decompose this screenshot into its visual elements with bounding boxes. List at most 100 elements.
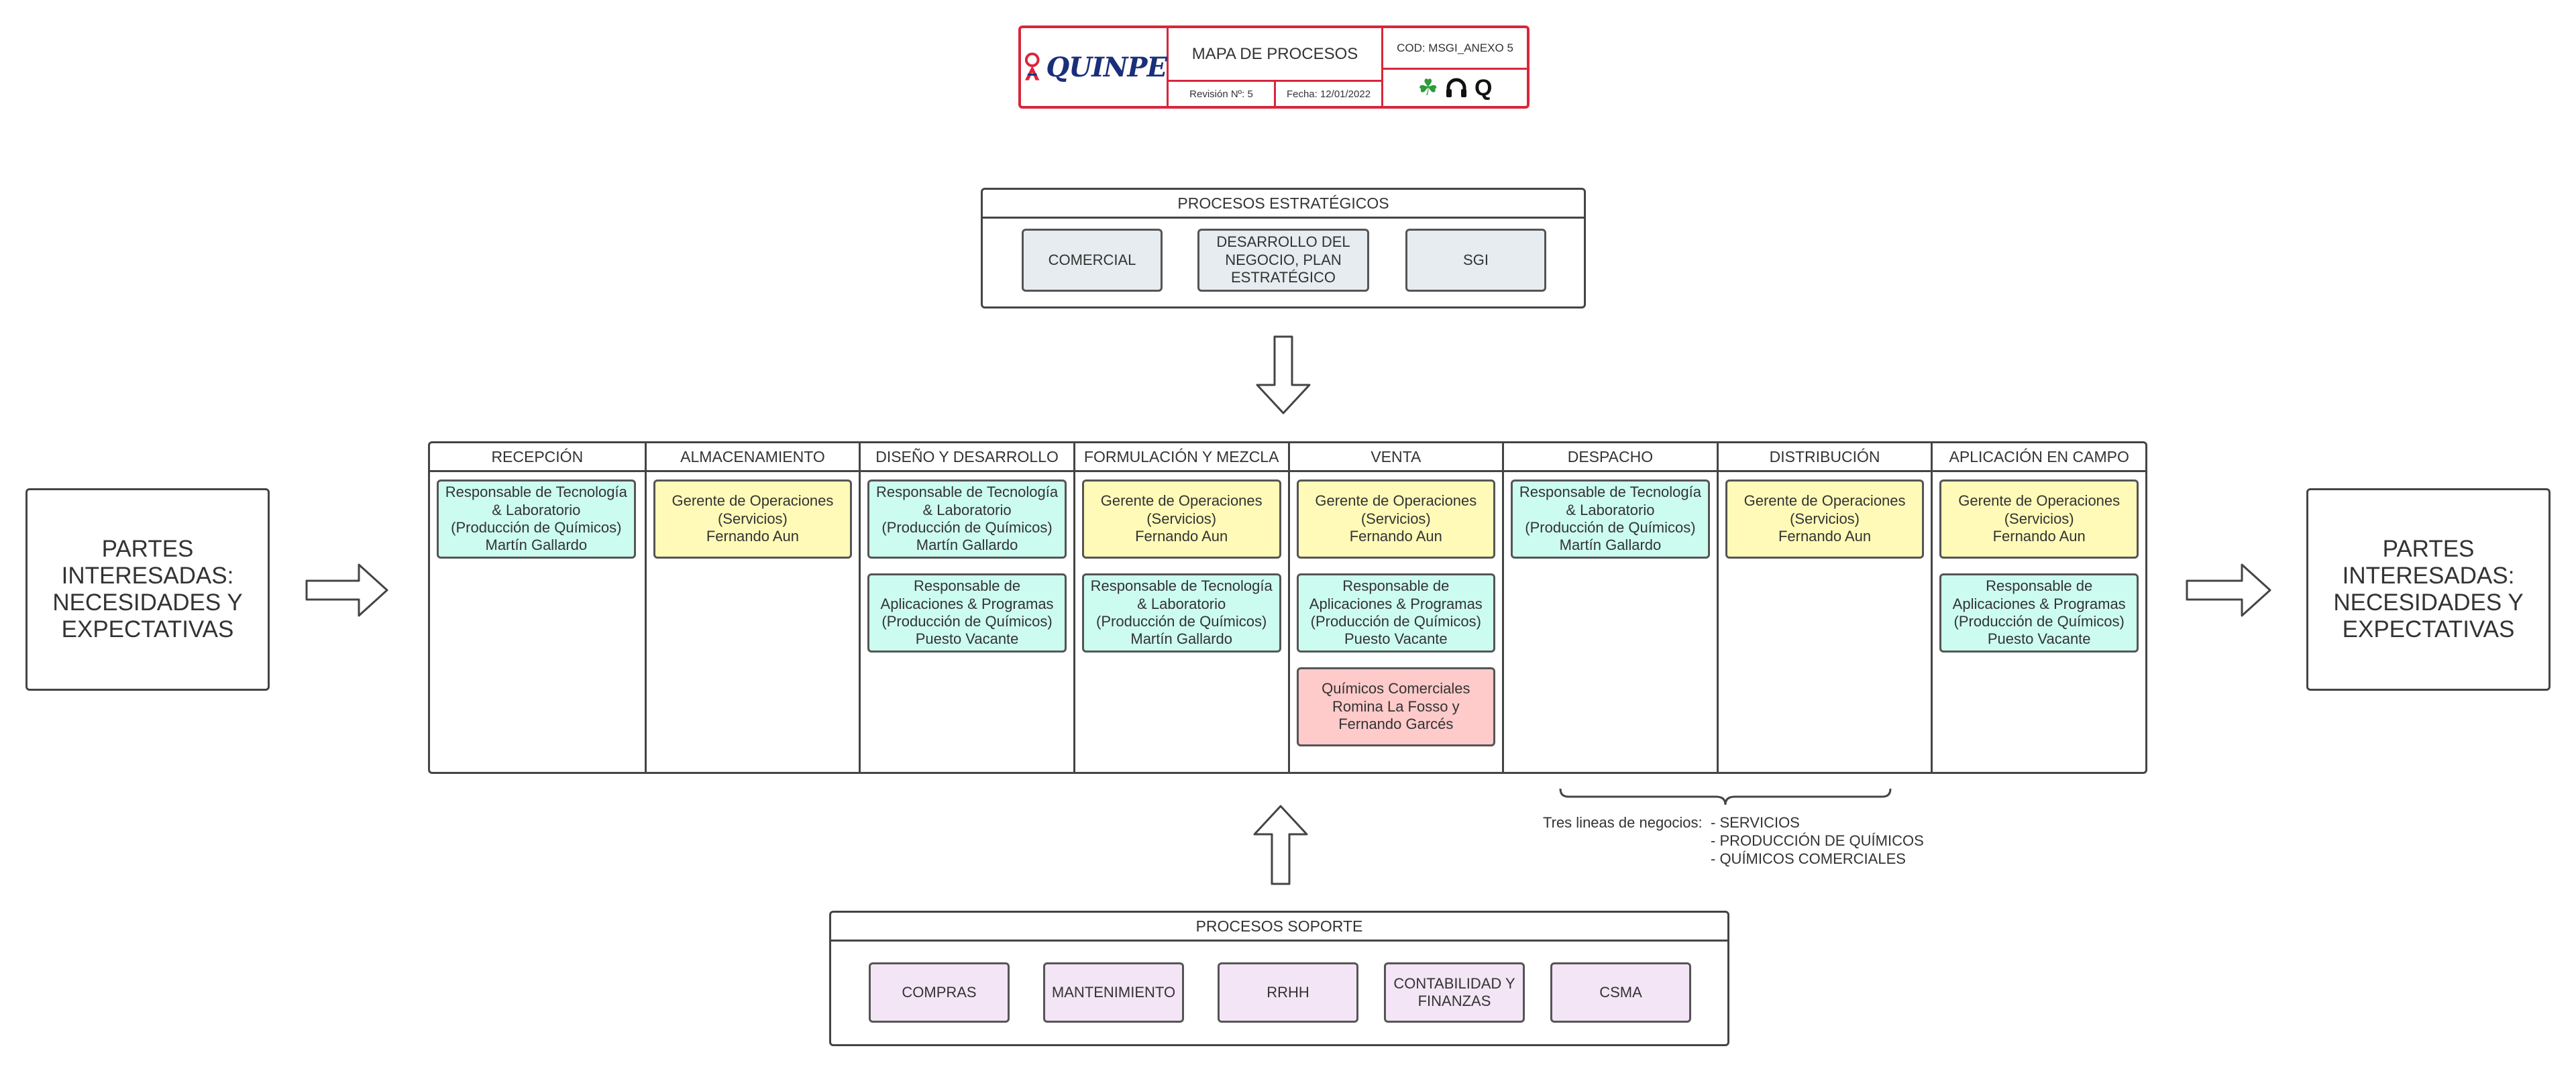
responsible-card-line: (Servicios): [1360, 510, 1431, 527]
process-column: DISEÑO Y DESARROLLO Responsable de Tecnol…: [859, 443, 1073, 772]
document-date: Fecha: 12/01/2022: [1276, 82, 1383, 106]
responsible-card-line: Gerente de Operaciones: [1315, 492, 1477, 510]
logo-text: QUINPE: [1046, 51, 1167, 83]
responsible-card-line: Martín Gallardo: [1130, 630, 1232, 648]
business-line-item: - SERVICIOS: [1711, 814, 1800, 831]
business-lines-label: Tres lineas de negocios:: [1543, 814, 1703, 831]
responsible-card-line: Gerente de Operaciones: [1100, 492, 1263, 510]
responsible-card-line: Gerente de Operaciones: [672, 492, 834, 510]
process-column: APLICACIÓN EN CAMPO Gerente de Operacione…: [1931, 443, 2145, 772]
responsible-card-line: (Producción de Químicos): [1953, 613, 2125, 630]
responsible-card-line: (Producción de Químicos): [1310, 613, 1481, 630]
responsible-card-line: Responsable de Tecnología: [445, 484, 627, 501]
process-column-title: APLICACIÓN EN CAMPO: [1933, 443, 2145, 472]
support-processes-title: PROCESOS SOPORTE: [831, 913, 1727, 942]
process-column: ALMACENAMIENTO Gerente de Operaciones(Ser…: [644, 443, 859, 772]
responsible-card-line: & Laboratorio: [492, 501, 581, 518]
responsible-card: Responsable de Tecnología& Laboratorio(P…: [1081, 573, 1281, 653]
responsible-card-line: (Producción de Químicos): [451, 519, 622, 536]
strategic-item-desarrollo: DESARROLLO DEL NEGOCIO, PLAN ESTRATÉGICO: [1197, 229, 1369, 292]
stakeholders-box-left: PARTES INTERESADAS: NECESIDADES Y EXPECT…: [25, 488, 270, 691]
responsible-card-line: Martín Gallardo: [1559, 536, 1662, 554]
stakeholders-box-right: PARTES INTERESADAS: NECESIDADES Y EXPECT…: [2306, 488, 2551, 691]
quinpe-logo-icon: [1024, 52, 1040, 80]
strategic-processes-panel: PROCESOS ESTRATÉGICOS COMERCIAL DESARROL…: [981, 188, 1586, 308]
responsible-card-line: (Producción de Químicos): [881, 613, 1053, 630]
strategic-item-sgi: SGI: [1405, 229, 1546, 292]
headphones-icon: [1446, 78, 1467, 97]
document-code: COD: MSGI_ANEXO 5: [1383, 28, 1527, 70]
business-line-item: - PRODUCCIÓN DE QUÍMICOS: [1711, 832, 1924, 849]
responsible-card-line: Fernando Aun: [706, 528, 800, 545]
responsible-card-line: & Laboratorio: [1566, 501, 1655, 518]
responsible-card: Responsable de Tecnología& Laboratorio(P…: [437, 479, 636, 559]
responsible-card-line: Puesto Vacante: [915, 630, 1019, 648]
responsible-card-line: (Servicios): [1146, 510, 1217, 527]
process-column: FORMULACIÓN Y MEZCLA Gerente de Operacion…: [1073, 443, 1288, 772]
process-column-title: DISEÑO Y DESARROLLO: [861, 443, 1073, 472]
process-column-title: ALMACENAMIENTO: [646, 443, 859, 472]
responsible-card-line: Gerente de Operaciones: [1958, 492, 2121, 510]
responsible-card-line: Aplicaciones & Programas: [880, 595, 1054, 612]
responsible-card-line: Fernando Aun: [1349, 528, 1442, 545]
responsible-card-line: Martín Gallardo: [916, 536, 1018, 554]
responsible-card-line: (Servicios): [1790, 510, 1860, 527]
responsible-card-line: Responsable de Tecnología: [875, 484, 1059, 501]
process-column-title: VENTA: [1289, 443, 1503, 472]
responsible-card-line: Responsable de Tecnología: [1519, 484, 1701, 501]
responsible-card-line: Responsable de: [1986, 577, 2093, 595]
support-item-compras: COMPRAS: [869, 962, 1010, 1023]
logo-cell: QUINPE: [1021, 28, 1169, 106]
responsible-card: Gerente de Operaciones(Servicios)Fernand…: [1939, 479, 2139, 559]
arrow-up-icon: [1253, 805, 1308, 885]
process-column-title: FORMULACIÓN Y MEZCLA: [1075, 443, 1288, 472]
arrow-down-icon: [1256, 335, 1311, 414]
process-column-title: DESPACHO: [1504, 443, 1717, 472]
business-lines-brace: [1559, 788, 1892, 805]
responsible-card-line: (Producción de Químicos): [1525, 519, 1696, 536]
responsible-card-line: (Producción de Químicos): [881, 519, 1053, 536]
responsible-card: Gerente de Operaciones(Servicios)Fernand…: [1296, 479, 1496, 559]
process-column-title: RECEPCIÓN: [430, 443, 645, 472]
q-letter-icon: Q: [1474, 74, 1493, 101]
responsible-card-line: (Servicios): [717, 510, 788, 527]
strategic-processes-title: PROCESOS ESTRATÉGICOS: [983, 190, 1584, 219]
responsible-card-line: Puesto Vacante: [1987, 630, 2091, 648]
clover-icon: ☘: [1417, 75, 1439, 101]
responsible-card-line: & Laboratorio: [1137, 595, 1226, 612]
responsible-card-line: & Laboratorio: [922, 501, 1012, 518]
responsible-card-line: Fernando Aun: [1778, 528, 1872, 545]
business-line-item: - QUÍMICOS COMERCIALES: [1711, 850, 1906, 867]
arrow-right-icon-left: [305, 563, 388, 617]
support-item-mantenimiento: MANTENIMIENTO: [1043, 962, 1184, 1023]
document-title: MAPA DE PROCESOS: [1169, 28, 1383, 82]
support-item-rrhh: RRHH: [1218, 962, 1358, 1023]
support-item-csma: CSMA: [1550, 962, 1691, 1023]
responsible-card-line: Fernando Garcés: [1338, 716, 1454, 733]
responsible-card: Responsable de Tecnología& Laboratorio(P…: [1511, 479, 1710, 559]
responsible-card-line: Fernando Aun: [1135, 528, 1228, 545]
process-column: DISTRIBUCIÓN Gerente de Operaciones(Servi…: [1716, 443, 1931, 772]
responsible-card-line: Responsable de: [914, 577, 1021, 595]
support-item-contabilidad: CONTABILIDAD Y FINANZAS: [1384, 962, 1525, 1023]
process-column-title: DISTRIBUCIÓN: [1718, 443, 1931, 472]
responsible-card: Gerente de Operaciones(Servicios)Fernand…: [653, 479, 853, 559]
process-column: RECEPCIÓN Responsable de Tecnología& Labo…: [430, 443, 645, 772]
responsible-card: Gerente de Operaciones(Servicios)Fernand…: [1725, 479, 1925, 559]
responsible-card-line: Aplicaciones & Programas: [1952, 595, 2126, 612]
responsible-card-line: Fernando Aun: [1992, 528, 2086, 545]
responsible-card-line: Responsable de Tecnología: [1090, 577, 1273, 595]
responsible-card: Responsable de Tecnología& Laboratorio(P…: [867, 479, 1067, 559]
responsible-card-line: (Servicios): [2004, 510, 2074, 527]
document-header: QUINPE MAPA DE PROCESOS Revisión Nº: 5 F…: [1018, 25, 1529, 109]
certification-icons: ☘ Q: [1383, 70, 1527, 106]
responsible-card-line: Puesto Vacante: [1344, 630, 1448, 648]
responsible-card-line: Responsable de: [1342, 577, 1450, 595]
support-processes-panel: PROCESOS SOPORTE COMPRAS MANTENIMIENTO R…: [829, 911, 1729, 1046]
